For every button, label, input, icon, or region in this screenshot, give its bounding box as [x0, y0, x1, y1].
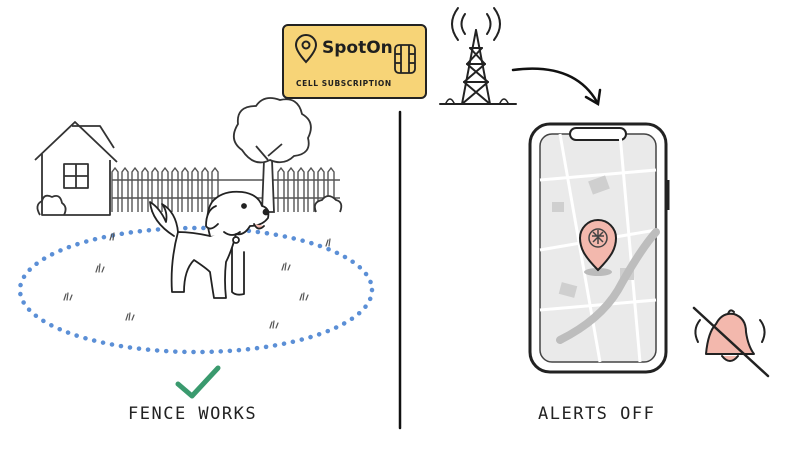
subscription-card [282, 24, 427, 99]
paw-print-icon [588, 228, 608, 248]
house-icon [34, 121, 118, 216]
invisible-fence-boundary [17, 225, 375, 355]
grass-tufts [63, 232, 331, 329]
muted-bell-icon [692, 306, 770, 378]
fence-works-caption: FENCE WORKS [128, 404, 258, 424]
dog-icon [149, 190, 270, 299]
smartphone-icon [528, 122, 670, 374]
location-pin-logo-icon [294, 34, 318, 64]
cell-tower-icon [439, 7, 517, 105]
check-mark-icon [175, 365, 221, 399]
map-pin-icon [578, 219, 618, 272]
tree-icon [232, 97, 343, 213]
sim-chip-icon [394, 44, 416, 74]
card-subtitle: CELL SUBSCRIPTION [296, 79, 392, 88]
card-brand-name: SpotOn [322, 38, 393, 58]
curved-arrow-icon [511, 67, 602, 107]
alerts-off-caption: ALERTS OFF [538, 404, 656, 424]
map-background [539, 133, 657, 363]
